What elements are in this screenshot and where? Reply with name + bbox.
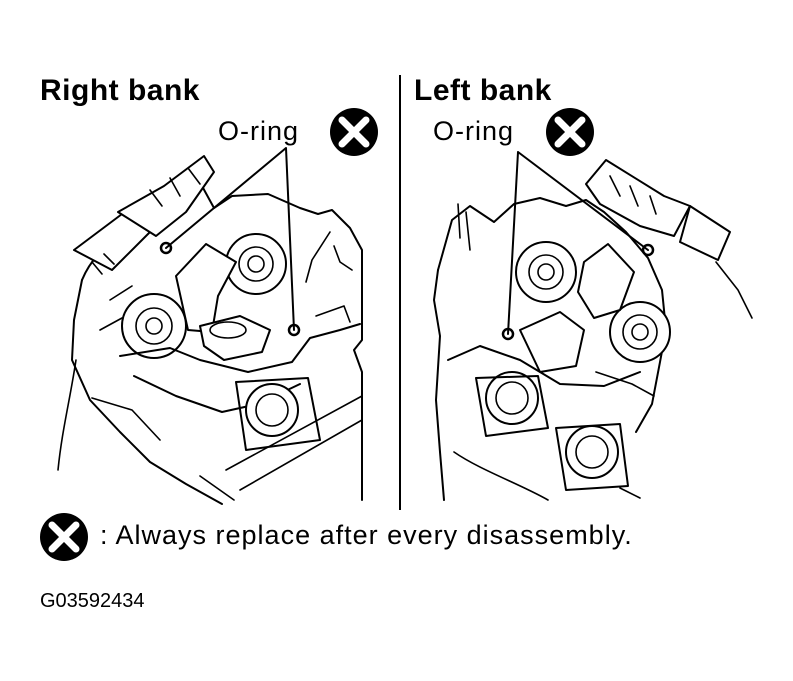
figure-code: G03592434	[40, 590, 145, 612]
left-bank-engine	[433, 159, 753, 501]
right-bank-engine	[57, 155, 363, 505]
circle-x-icon	[40, 513, 88, 561]
replace-note: : Always replace after every disassembly…	[100, 520, 633, 550]
right-oring-label: O-ring	[218, 116, 300, 146]
right-oring-leader	[165, 147, 295, 331]
circle-x-icon	[330, 108, 378, 156]
left-oring-label: O-ring	[433, 116, 515, 146]
left-bank-title: Left bank	[414, 74, 552, 107]
right-bank-title: Right bank	[40, 74, 200, 107]
left-oring-leader	[507, 151, 649, 335]
circle-x-icon	[546, 108, 594, 156]
